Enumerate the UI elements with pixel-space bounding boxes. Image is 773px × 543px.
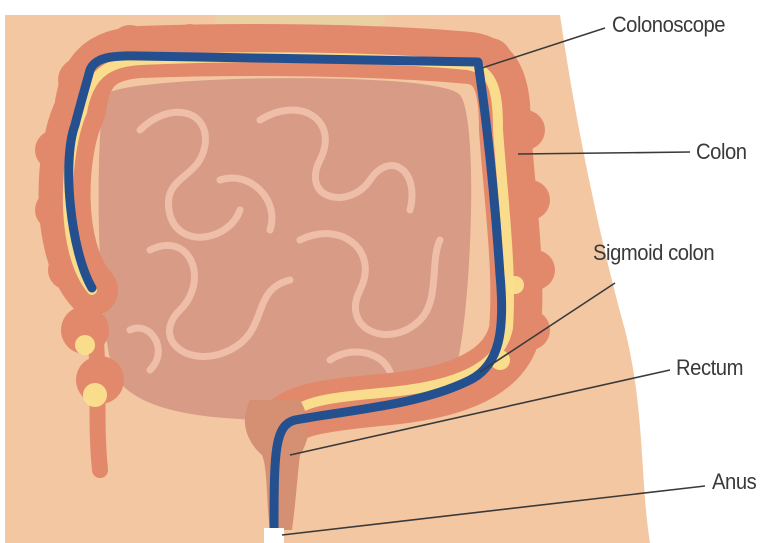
label-sigmoid-colon: Sigmoid colon: [593, 240, 714, 266]
anus-opening: [264, 528, 284, 543]
label-colon: Colon: [696, 139, 747, 165]
label-rectum: Rectum: [676, 355, 743, 381]
label-colonoscope: Colonoscope: [612, 12, 725, 38]
label-anus: Anus: [712, 469, 756, 495]
small-intestines: [99, 78, 472, 421]
